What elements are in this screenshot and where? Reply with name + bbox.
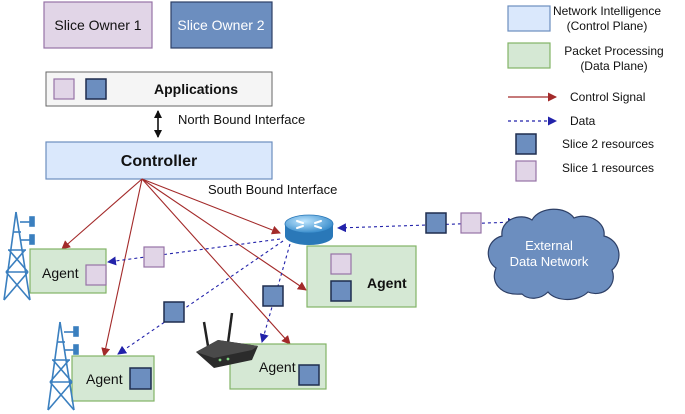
- wifi-router-icon: [196, 312, 258, 368]
- legend-data-label: Data: [570, 114, 596, 128]
- slice2-resource-square: [330, 280, 352, 302]
- control-signal-line: [101, 178, 143, 357]
- control-signal-line: [141, 178, 291, 345]
- agent-label: Agent: [86, 371, 123, 387]
- slice1-resource-square: [143, 246, 165, 268]
- slice2-resource-square: [129, 367, 152, 390]
- legend-slice2-label: Slice 2 resources: [562, 137, 654, 151]
- slice1-resource-square: [330, 253, 352, 275]
- legend-slice1-swatch: [515, 160, 537, 182]
- cell-tower-icon: [47, 321, 79, 411]
- cloud-icon: External Data Network: [487, 208, 620, 301]
- legend-data-plane-label: Packet Processing: [564, 44, 663, 58]
- router-icon: [284, 214, 334, 245]
- south-bound-label: South Bound Interface: [208, 182, 337, 197]
- slice1-resource-square: [53, 78, 75, 100]
- slice-owner-2-label: Slice Owner 2: [177, 17, 264, 33]
- controller-box: Controller: [45, 141, 273, 180]
- legend-slice1-label: Slice 1 resources: [562, 161, 654, 175]
- legend-control-signal-label: Control Signal: [570, 90, 645, 104]
- slice2-resource-square: [163, 301, 185, 323]
- legend-control-plane-swatch: [507, 5, 551, 32]
- legend-slice2-swatch: [515, 133, 537, 155]
- slice1-resource-square: [85, 264, 107, 286]
- control-signal-line: [61, 178, 143, 250]
- control-signals: [61, 178, 307, 357]
- legend-control-plane-label: (Control Plane): [567, 19, 648, 33]
- applications-box: Applications: [45, 71, 273, 107]
- slice2-resource-square: [85, 78, 107, 100]
- cell-tower-icon: [3, 211, 35, 301]
- external-network-label: External: [525, 238, 573, 253]
- data-line: [107, 238, 281, 266]
- controller-label: Controller: [121, 153, 197, 170]
- slice2-resource-square: [425, 212, 447, 234]
- north-bound-label: North Bound Interface: [178, 112, 305, 127]
- agent-box-top-left: Agent: [29, 248, 107, 294]
- agent-box-right: Agent: [306, 245, 417, 308]
- control-signal-line: [141, 178, 281, 235]
- agent-label: Agent: [367, 275, 407, 291]
- slice-owner-1-label: Slice Owner 1: [54, 17, 141, 33]
- legend: Network Intelligence (Control Plane) Pac…: [507, 4, 664, 182]
- applications-label: Applications: [154, 81, 238, 97]
- external-network-label: Data Network: [510, 254, 589, 269]
- slice-owner-1-box: Slice Owner 1: [43, 1, 153, 49]
- slice2-resource-square: [298, 364, 320, 386]
- agent-label: Agent: [259, 359, 296, 375]
- slice1-resource-square: [460, 212, 482, 234]
- legend-data-plane-swatch: [507, 42, 551, 69]
- legend-data-plane-label: (Data Plane): [580, 59, 647, 73]
- slice2-resource-square: [262, 285, 284, 307]
- agent-label: Agent: [42, 265, 79, 281]
- legend-control-plane-label: Network Intelligence: [553, 4, 661, 18]
- control-signal-line: [141, 178, 307, 291]
- slice-owner-2-box: Slice Owner 2: [170, 1, 273, 49]
- agent-box-bottom-left: Agent: [71, 355, 155, 402]
